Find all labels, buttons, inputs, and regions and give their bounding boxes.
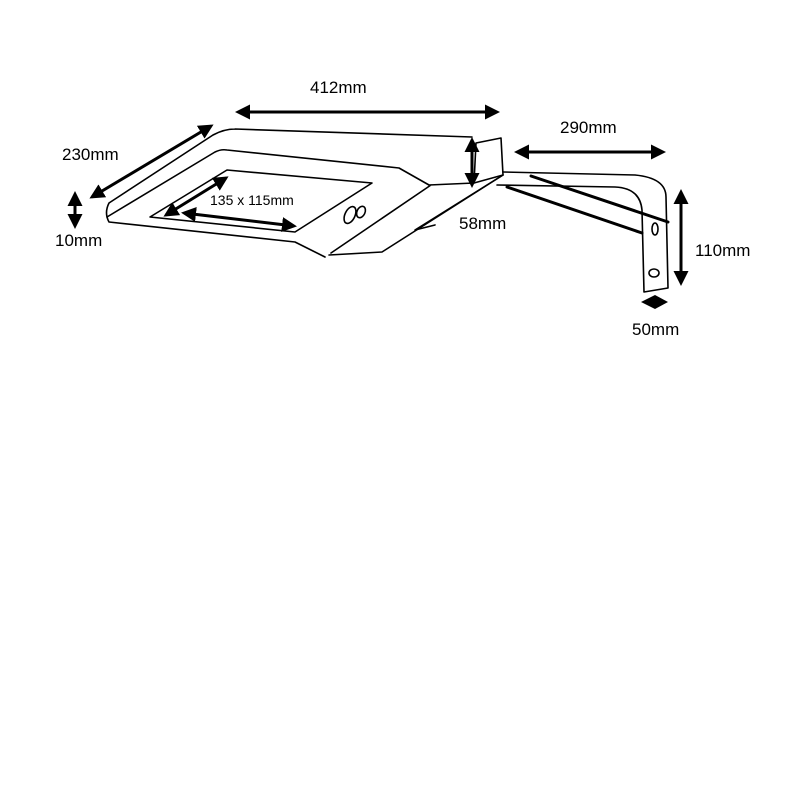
sensor-icon bbox=[355, 205, 367, 219]
lamp-side bbox=[414, 174, 504, 231]
lamp-body-outline bbox=[105, 128, 504, 258]
arrow-panel-horiz bbox=[181, 206, 297, 233]
bracket-arm bbox=[505, 174, 670, 235]
label-bracket-length: 290mm bbox=[560, 118, 617, 137]
arrow-bracket-width bbox=[641, 295, 668, 309]
bracket-hole bbox=[651, 222, 659, 236]
dimension-arrows bbox=[67, 104, 689, 286]
label-length: 412mm bbox=[310, 78, 367, 97]
label-thickness: 10mm bbox=[55, 231, 103, 250]
label-panel: 135 x 115mm bbox=[210, 192, 294, 208]
lamp-inner-frame bbox=[106, 148, 475, 254]
sensor-icon bbox=[343, 205, 357, 225]
bracket-outline bbox=[496, 171, 669, 293]
label-height: 58mm bbox=[459, 214, 507, 233]
arrow-panel-diag bbox=[163, 176, 229, 217]
label-width: 230mm bbox=[62, 145, 119, 164]
label-bracket-height: 110mm bbox=[695, 241, 751, 260]
lamp-end-plate bbox=[473, 137, 504, 184]
bracket-hole bbox=[648, 268, 660, 278]
label-bracket-width: 50mm bbox=[632, 320, 680, 339]
arrow-width bbox=[89, 124, 214, 199]
